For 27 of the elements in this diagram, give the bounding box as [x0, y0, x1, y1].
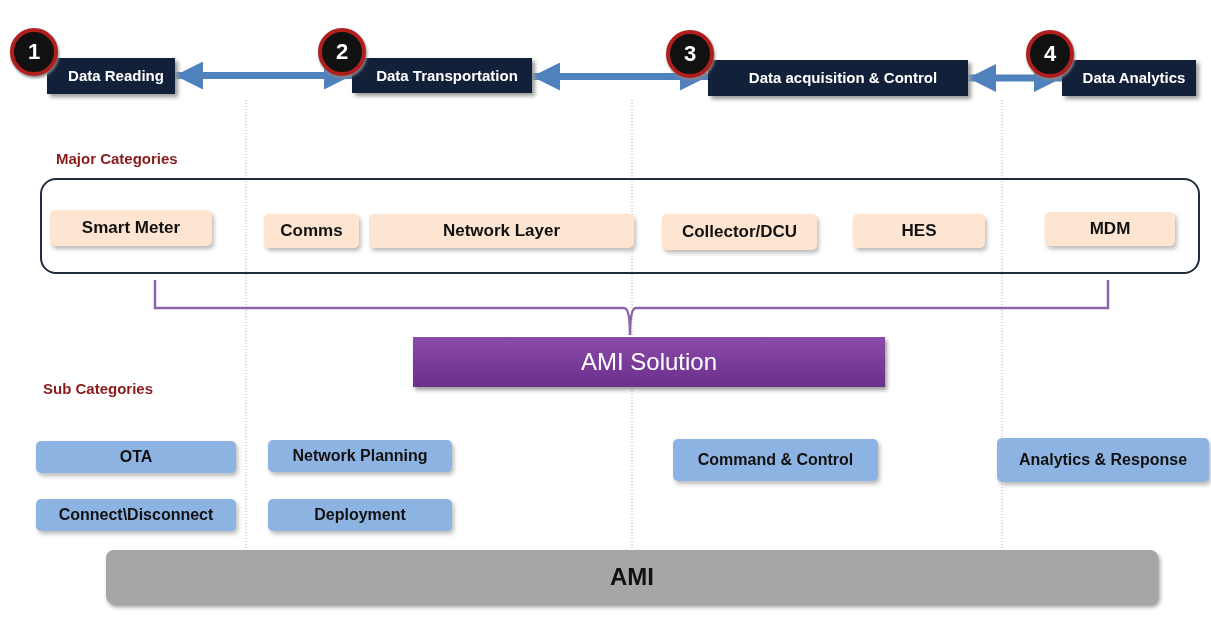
stage-header: Data Analytics [1062, 60, 1196, 96]
category-box: MDM [1045, 212, 1175, 246]
stage-header: Data Reading [47, 58, 175, 94]
category-box: HES [853, 214, 985, 248]
solution-bar: AMI Solution [413, 337, 885, 387]
number-circle: 4 [1026, 30, 1074, 78]
subcategory-box: Analytics & Response [997, 438, 1209, 482]
category-box: Comms [264, 214, 359, 248]
base-bar: AMI [106, 550, 1158, 604]
category-box: Network Layer [369, 214, 634, 248]
subcategory-box: Connect\Disconnect [36, 499, 236, 531]
double-arrow [968, 64, 1062, 92]
subcategory-box: OTA [36, 441, 236, 473]
stage-header: Data Transportation [352, 58, 532, 93]
double-arrow [175, 61, 352, 90]
subcategory-box: Command & Control [673, 439, 878, 481]
category-box: Smart Meter [50, 210, 212, 246]
number-circle: 2 [318, 28, 366, 76]
section-heading: Major Categories [56, 150, 178, 168]
number-circle: 3 [666, 30, 714, 78]
subcategory-box: Deployment [268, 499, 452, 531]
double-arrow [532, 62, 708, 91]
category-box: Collector/DCU [662, 214, 817, 250]
number-circle: 1 [10, 28, 58, 76]
stage-header: Data acquisition & Control [708, 60, 968, 96]
subcategory-box: Network Planning [268, 440, 452, 472]
section-heading: Sub Categories [43, 380, 154, 397]
